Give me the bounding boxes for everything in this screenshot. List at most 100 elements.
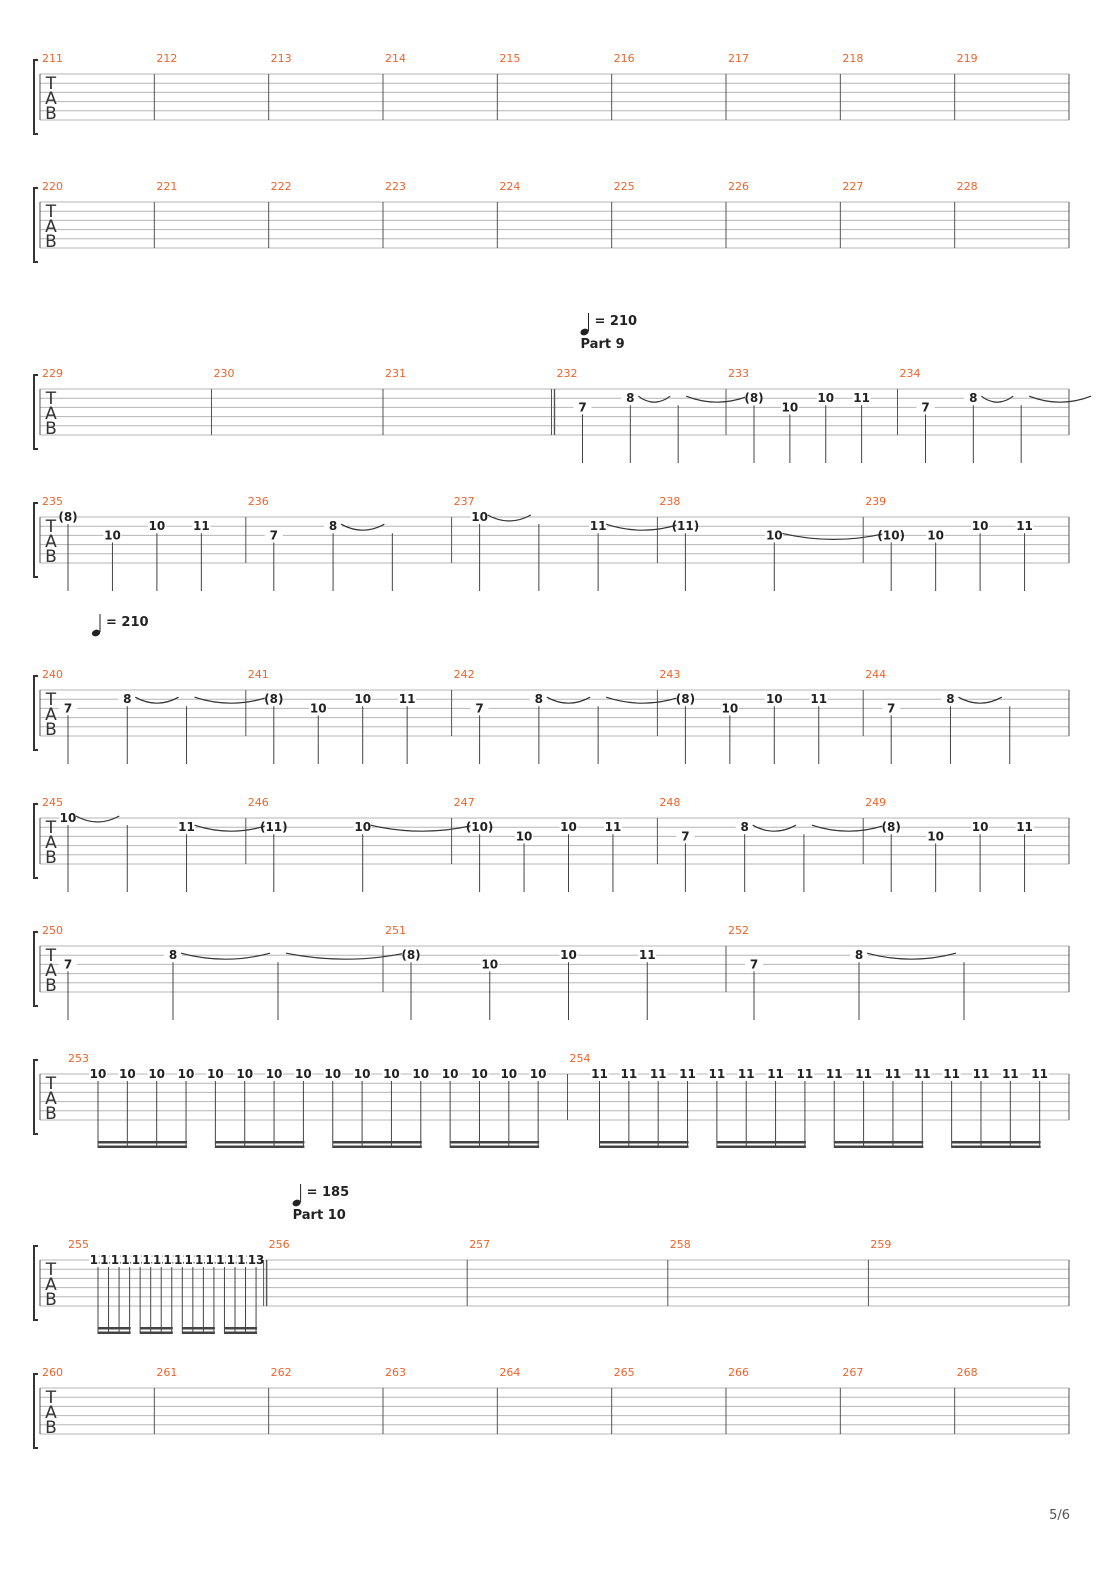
fret-number: 11 <box>943 1067 960 1081</box>
measure-number: 255 <box>68 1238 89 1251</box>
fret-number: 10 <box>60 811 77 825</box>
fret-number: 10 <box>90 1067 107 1081</box>
fret-number: 11 <box>1031 1067 1048 1081</box>
note-mask <box>850 949 868 962</box>
note-mask <box>59 702 77 715</box>
measure-number: 250 <box>42 924 63 937</box>
measure-number: 249 <box>865 796 886 809</box>
measure-number: 236 <box>248 495 269 508</box>
fret-number: 10 <box>766 692 783 706</box>
note-mask <box>309 702 328 715</box>
fret-number: 10 <box>721 701 738 715</box>
fret-number: 10 <box>207 1067 224 1081</box>
tab-letter: A <box>45 1275 57 1295</box>
note-mask <box>913 1068 932 1080</box>
note-mask <box>964 392 983 405</box>
fret-number: 7 <box>270 528 278 542</box>
note-mask <box>676 693 695 706</box>
fret-number: 8 <box>626 391 634 405</box>
note-mask <box>398 693 417 706</box>
fret-number: (8) <box>58 510 77 524</box>
system-bracket <box>33 374 38 450</box>
tie-arc <box>752 824 797 832</box>
note-mask <box>816 392 835 405</box>
note-mask <box>941 693 960 706</box>
note-mask <box>515 830 534 843</box>
note-mask <box>147 1068 166 1080</box>
tie-arc <box>980 395 1014 403</box>
tab-letter: B <box>45 976 57 996</box>
system-bracket <box>33 675 38 751</box>
note-mask <box>971 520 990 533</box>
tempo-marking: = 210 <box>595 314 638 329</box>
measure-number: 219 <box>957 52 978 65</box>
note-mask <box>854 1068 873 1080</box>
measure-number: 237 <box>454 495 475 508</box>
fret-number: 11 <box>709 1067 726 1081</box>
measure-number: 260 <box>42 1366 63 1379</box>
fret-number: 8 <box>169 948 177 962</box>
note-mask <box>264 529 283 542</box>
tie-arc <box>811 824 886 832</box>
system-bracket <box>33 1059 38 1135</box>
beam <box>599 1145 689 1148</box>
note-mask <box>649 1068 668 1080</box>
system-bracket <box>33 187 38 263</box>
fret-number: 11 <box>797 1067 814 1081</box>
measure-number: 216 <box>614 52 635 65</box>
fret-number: 7 <box>681 829 689 843</box>
measure-number: 245 <box>42 796 63 809</box>
note-mask <box>206 1068 225 1080</box>
tempo-note-icon <box>292 1199 301 1207</box>
tab-letter: T <box>45 690 57 710</box>
beam <box>224 1327 258 1330</box>
fret-number: (10) <box>466 820 494 834</box>
tab-letter: A <box>45 961 57 981</box>
fret-number: 10 <box>266 1067 283 1081</box>
measure-number: 265 <box>614 1366 635 1379</box>
tie-arc <box>340 523 385 531</box>
note-mask <box>971 1068 990 1080</box>
fret-number: 10 <box>324 1067 341 1081</box>
measure-number: 222 <box>271 180 292 193</box>
measure-number: 215 <box>499 52 520 65</box>
fret-number: 10 <box>481 957 498 971</box>
note-mask <box>164 949 182 962</box>
measure-number: 220 <box>42 180 63 193</box>
section-label: Part 9 <box>581 337 625 352</box>
note-mask <box>707 1068 726 1080</box>
beam <box>182 1327 215 1330</box>
note-mask <box>177 821 196 834</box>
tab-letter: T <box>45 818 57 838</box>
system-bracket <box>33 803 38 879</box>
note-mask <box>402 949 420 962</box>
note-mask <box>411 1068 430 1080</box>
fret-number: 11 <box>605 820 622 834</box>
note-mask <box>603 821 622 834</box>
note-mask <box>529 693 548 706</box>
tab-letter: B <box>45 1418 57 1438</box>
measure-number: 214 <box>385 52 406 65</box>
measure-number: 212 <box>156 52 177 65</box>
fret-number: 11 <box>1016 820 1033 834</box>
note-mask <box>118 1068 137 1080</box>
section-label: Part 10 <box>293 1208 346 1223</box>
tie-arc <box>866 952 957 960</box>
fret-number: 11 <box>639 948 656 962</box>
measure-number: 244 <box>865 668 886 681</box>
measure-number: 251 <box>385 924 406 937</box>
tie-arc <box>487 514 532 522</box>
fret-number: 13 <box>248 1253 265 1267</box>
tie-arc <box>1028 395 1092 403</box>
note-mask <box>638 949 657 962</box>
measure-number: 257 <box>469 1238 490 1251</box>
fret-number: 10 <box>383 1067 400 1081</box>
tie-arc <box>194 824 268 832</box>
tab-letter: A <box>45 1089 57 1109</box>
measure-number: 217 <box>728 52 749 65</box>
measure-number: 238 <box>659 495 680 508</box>
note-mask <box>1030 1068 1049 1080</box>
tie-arc <box>180 952 271 960</box>
system-bracket <box>33 502 38 578</box>
